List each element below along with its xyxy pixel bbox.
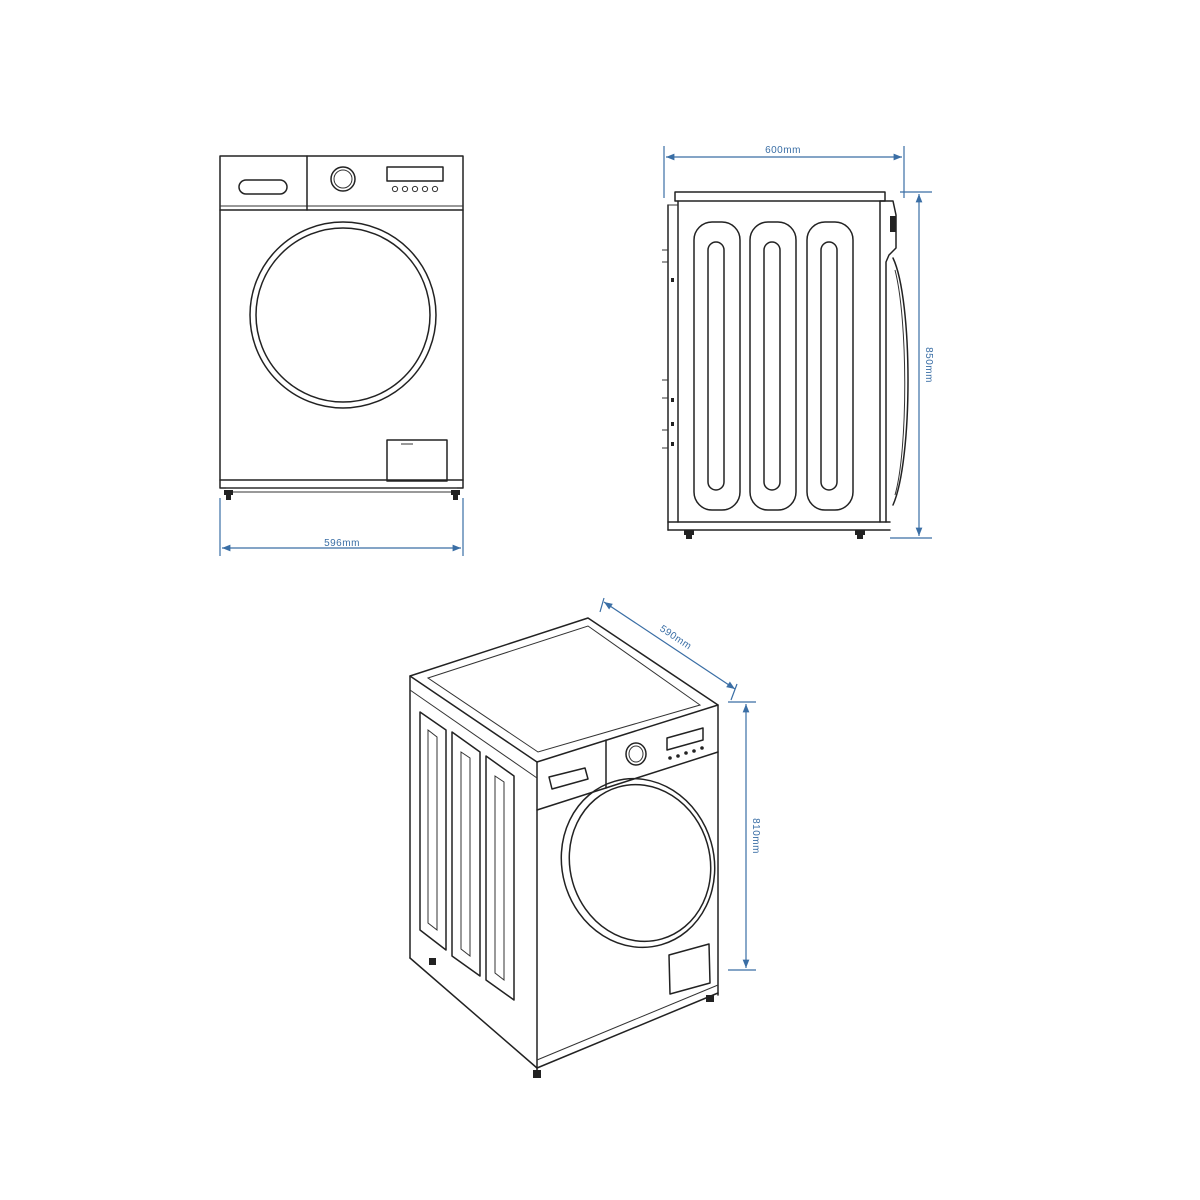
iso-depth-label: 590mm bbox=[657, 623, 693, 652]
front-width-dimension: 596mm bbox=[219, 498, 464, 556]
side-top-panel bbox=[674, 191, 886, 202]
iso-side-bottom bbox=[409, 957, 538, 1069]
iso-program-knob bbox=[625, 742, 647, 766]
iso-filter-cover bbox=[668, 943, 711, 995]
display-panel bbox=[386, 166, 444, 182]
side-knob bbox=[890, 216, 896, 232]
back-vents bbox=[662, 249, 674, 449]
side-height-dimension: 850mm bbox=[890, 191, 934, 539]
iso-door-outer-ring bbox=[560, 777, 716, 949]
iso-display-panel bbox=[666, 727, 704, 751]
side-front-profile bbox=[879, 200, 897, 523]
front-feet bbox=[224, 490, 460, 500]
side-door-bulge bbox=[892, 257, 909, 506]
side-view bbox=[662, 191, 909, 539]
iso-height-label: 810mm bbox=[750, 818, 761, 854]
side-height-label: 850mm bbox=[923, 347, 934, 383]
iso-height-dimension: 810mm bbox=[728, 701, 761, 971]
side-panel-recesses bbox=[693, 221, 854, 511]
door-outer-ring bbox=[249, 221, 437, 409]
iso-front-bottom bbox=[536, 992, 719, 1069]
iso-side-recesses bbox=[419, 711, 515, 1001]
iso-drawer-handle bbox=[548, 767, 589, 790]
side-depth-dimension: 600mm bbox=[663, 145, 905, 198]
isometric-view bbox=[409, 617, 719, 1078]
iso-control-buttons bbox=[668, 746, 704, 760]
program-knob bbox=[330, 166, 356, 192]
iso-feet bbox=[429, 958, 714, 1078]
front-view bbox=[219, 155, 464, 500]
door-glass bbox=[255, 227, 431, 403]
control-buttons bbox=[391, 185, 439, 193]
side-feet bbox=[684, 530, 865, 539]
iso-top-panel bbox=[426, 625, 702, 753]
front-width-label: 596mm bbox=[324, 538, 360, 549]
iso-door-glass bbox=[568, 783, 712, 943]
iso-control-panel-bottom bbox=[536, 751, 719, 811]
filter-cover bbox=[386, 439, 448, 482]
side-depth-label: 600mm bbox=[765, 145, 801, 156]
detergent-drawer-handle bbox=[238, 179, 288, 195]
